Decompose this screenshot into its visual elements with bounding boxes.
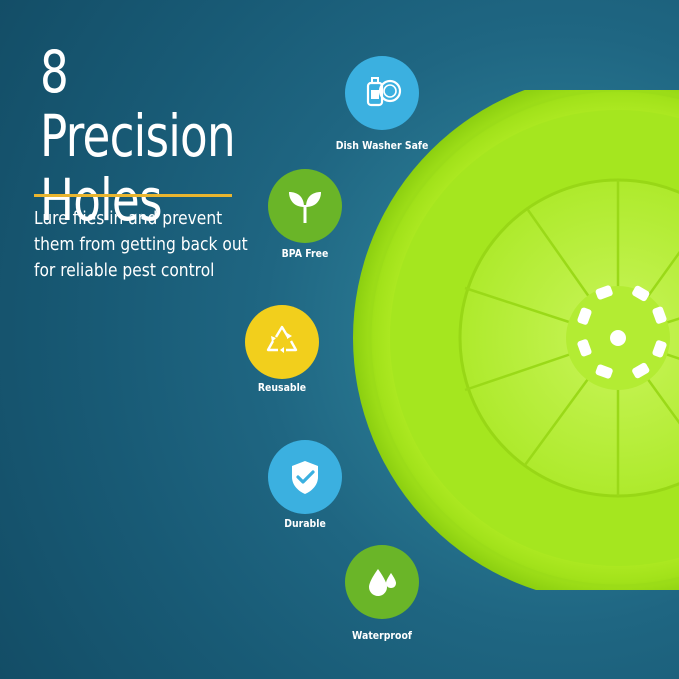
accent-divider [34,194,232,197]
durable-badge [268,440,342,514]
recycle-icon [266,325,298,353]
feature-description: Lure flies in and prevent them from gett… [34,208,248,281]
waterproof-label: Waterproof [352,629,412,642]
durable-label: Durable [284,517,326,530]
reusable-badge [245,305,319,379]
dishwasher-safe-badge [345,56,419,130]
frisbee-trap-image [353,90,679,590]
bpa-free-label: BPA Free [281,247,329,260]
waterproof-badge [345,545,419,619]
water-drops-icon [369,569,396,596]
leaf-sprout-icon [289,192,321,223]
bpa-free-badge [268,169,342,243]
dishwasher-safe-label: Dish Washer Safe [335,139,429,152]
dishwasher-icon [366,77,402,107]
shield-check-icon [292,461,318,494]
headline: 8 Precision Holes [40,38,236,234]
reusable-label: Reusable [257,381,307,394]
